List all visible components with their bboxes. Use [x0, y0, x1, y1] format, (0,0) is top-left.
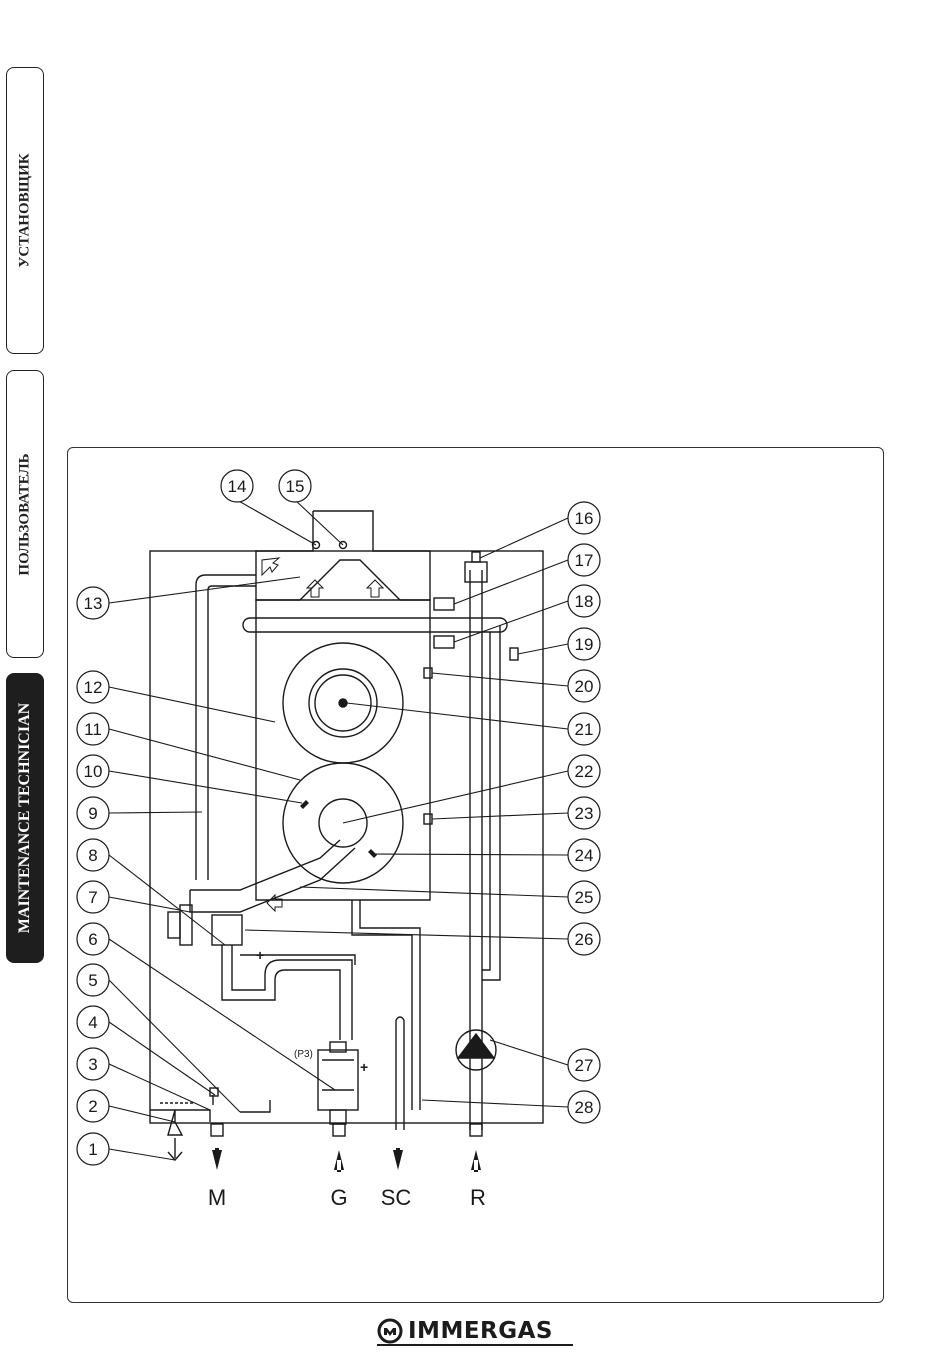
- plus-symbol: +: [360, 1059, 368, 1075]
- callout-number: 24: [575, 846, 594, 865]
- callout-number: 9: [88, 804, 97, 823]
- callout-number: 3: [88, 1055, 97, 1074]
- callout-number: 4: [88, 1013, 97, 1032]
- callout-leader-line: [109, 577, 300, 603]
- callout-number: 21: [575, 720, 594, 739]
- callout-5: 5: [77, 964, 240, 1112]
- callout-11: 11: [77, 713, 300, 780]
- callout-20: 20: [432, 670, 600, 702]
- callout-number: 10: [84, 762, 103, 781]
- tab-label: ПОЛЬЗОВАТЕЛЬ: [17, 453, 34, 575]
- callout-21: 21: [347, 703, 600, 745]
- callout-number: 20: [575, 677, 594, 696]
- callout-leader-line: [490, 1040, 568, 1065]
- callout-19: 19: [518, 628, 600, 660]
- callout-leader-line: [109, 1064, 210, 1110]
- connection-label-sc: SC: [381, 1185, 412, 1210]
- brand-name: IMMERGAS: [408, 1318, 553, 1344]
- connection-label-r: R: [470, 1185, 486, 1210]
- callout-number: 15: [286, 477, 305, 496]
- callout-number: 5: [88, 971, 97, 990]
- immergas-logo-icon: [377, 1318, 403, 1344]
- callout-number: 12: [84, 678, 103, 697]
- callout-leader-line: [109, 980, 240, 1112]
- callout-number: 27: [575, 1056, 594, 1075]
- valve-label: (P3): [294, 1049, 313, 1060]
- callout-9: 9: [77, 797, 202, 829]
- callout-28: 28: [422, 1091, 600, 1123]
- callout-15: 15: [279, 470, 343, 545]
- callout-number: 26: [575, 930, 594, 949]
- callout-leader-line: [422, 1100, 568, 1107]
- callout-number: 25: [575, 888, 594, 907]
- callout-6: 6: [77, 923, 335, 1090]
- callout-number: 18: [575, 592, 594, 611]
- callout-number: 2: [88, 1097, 97, 1116]
- callout-13: 13: [77, 577, 300, 619]
- callout-leader-line: [109, 1149, 175, 1160]
- callout-number: 1: [88, 1140, 97, 1159]
- callout-2: 2: [77, 1090, 175, 1122]
- callout-27: 27: [490, 1040, 600, 1081]
- callout-leader-line: [373, 854, 568, 855]
- callout-leader-line: [245, 930, 568, 939]
- tab-label: MAINTENANCE TECHNICIAN: [16, 703, 34, 933]
- callout-number: 17: [575, 551, 594, 570]
- callout-number: 16: [575, 509, 594, 528]
- callout-number: 14: [228, 477, 247, 496]
- callout-leader-line: [295, 500, 343, 545]
- callout-24: 24: [373, 839, 600, 871]
- callout-leader-line: [300, 887, 568, 897]
- callout-12: 12: [77, 671, 275, 722]
- callout-number: 7: [88, 888, 97, 907]
- callout-7: 7: [77, 881, 190, 913]
- callout-number: 23: [575, 804, 594, 823]
- callout-leader-line: [109, 729, 300, 780]
- callout-number: 19: [575, 635, 594, 654]
- boiler-casing: [150, 551, 543, 1123]
- tab-user-ru[interactable]: ПОЛЬЗОВАТЕЛЬ: [6, 370, 44, 658]
- tab-maintenance-technician[interactable]: MAINTENANCE TECHNICIAN: [6, 673, 44, 963]
- callout-number: 6: [88, 930, 97, 949]
- callout-number: 11: [84, 720, 102, 739]
- tab-label: УСТАНОВЩИК: [17, 153, 34, 267]
- flue-hood-left: [256, 511, 313, 600]
- plus-symbol: +: [256, 947, 264, 963]
- callout-26: 26: [245, 923, 600, 955]
- callout-leader-line: [109, 687, 275, 722]
- callout-25: 25: [300, 881, 600, 913]
- callout-leader-line: [109, 1106, 175, 1122]
- callout-number: 8: [88, 846, 97, 865]
- tab-installer-ru[interactable]: УСТАНОВЩИК: [6, 67, 44, 354]
- flue-hood-right: [313, 511, 430, 600]
- callout-leader-line: [343, 771, 568, 823]
- callout-23: 23: [432, 797, 600, 829]
- callout-leader-line: [347, 703, 568, 729]
- exchanger-frame: [256, 600, 430, 900]
- callout-leader-line: [109, 812, 202, 813]
- callout-number: 22: [575, 762, 594, 781]
- callout-number: 28: [575, 1098, 594, 1117]
- immergas-logo: IMMERGAS: [377, 1314, 573, 1348]
- connection-label-g: G: [330, 1185, 347, 1210]
- callout-1: 1: [77, 1133, 175, 1165]
- callout-leader-line: [454, 601, 568, 642]
- logo-underline: [377, 1344, 573, 1346]
- callout-number: 13: [84, 594, 103, 613]
- callout-leader-line: [109, 771, 302, 803]
- callout-10: 10: [77, 755, 302, 803]
- connection-label-m: M: [208, 1185, 226, 1210]
- callout-leader-line: [480, 518, 568, 558]
- callout-leader-line: [237, 500, 316, 545]
